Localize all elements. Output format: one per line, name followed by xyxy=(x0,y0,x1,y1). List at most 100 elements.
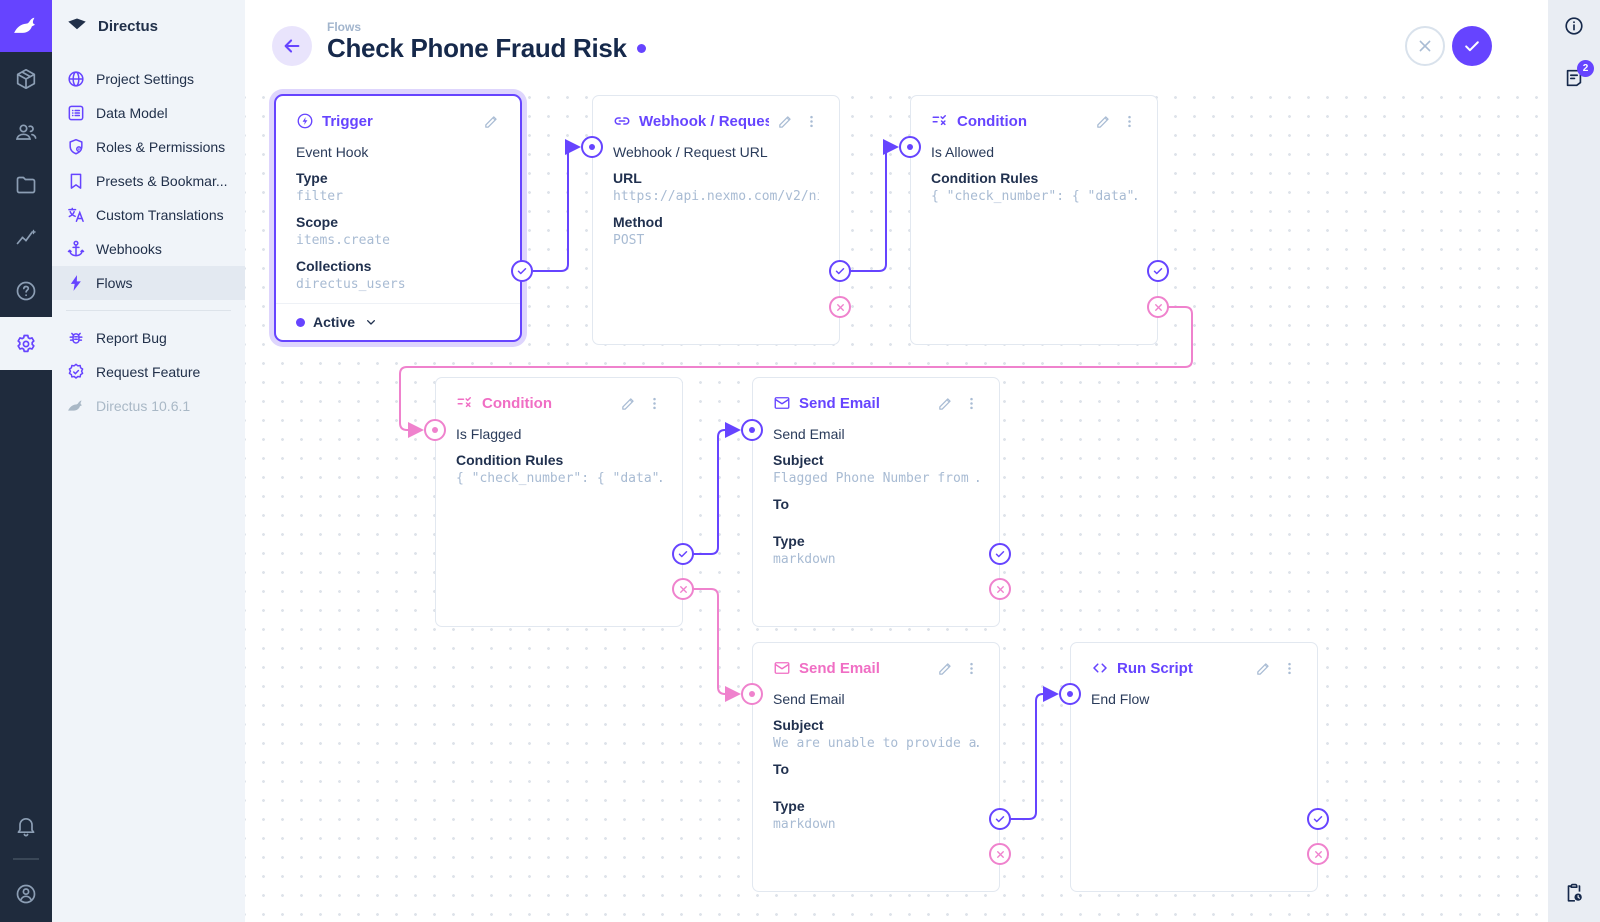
connector-input-condition-allowed[interactable] xyxy=(899,136,921,158)
edit-pencil-icon[interactable] xyxy=(1095,113,1112,130)
field-value: We are unable to provide a… xyxy=(773,736,979,751)
connector-input-webhook[interactable] xyxy=(581,136,603,158)
sidebar-item-label: Project Settings xyxy=(96,71,195,87)
module-content[interactable] xyxy=(0,52,52,105)
envelope-icon xyxy=(773,394,791,412)
connector-resolve-email-unable[interactable] xyxy=(989,808,1011,830)
field-label: Type xyxy=(773,533,805,549)
anchor-icon xyxy=(66,239,86,259)
field-value: markdown xyxy=(773,817,836,832)
field-value: directus_users xyxy=(296,277,406,292)
kebab-menu-icon[interactable] xyxy=(804,114,819,129)
connector-resolve-webhook[interactable] xyxy=(829,260,851,282)
notifications-bell[interactable] xyxy=(0,799,52,852)
field-label: Type xyxy=(296,170,328,186)
connector-reject-condition-flagged[interactable] xyxy=(672,578,694,600)
user-menu[interactable] xyxy=(0,866,52,922)
x-icon xyxy=(1154,303,1162,311)
page-title: Check Phone Fraud Risk xyxy=(327,33,627,63)
flow-panel-trigger[interactable]: Trigger Event Hook Type filter Scope ite… xyxy=(274,94,522,342)
sidebar-item-label: Flows xyxy=(96,275,133,291)
back-button[interactable] xyxy=(272,26,312,66)
sidebar-item-data-model[interactable]: Data Model xyxy=(52,96,245,130)
activity-log-button[interactable] xyxy=(1563,882,1585,904)
kebab-menu-icon[interactable] xyxy=(647,396,662,411)
flow-canvas[interactable]: Trigger Event Hook Type filter Scope ite… xyxy=(245,86,1548,922)
connector-reject-email-unable[interactable] xyxy=(989,843,1011,865)
edit-pencil-icon[interactable] xyxy=(777,113,794,130)
connector-reject-webhook[interactable] xyxy=(829,296,851,318)
kebab-menu-icon[interactable] xyxy=(1122,114,1137,129)
sidebar-item-custom-translations[interactable]: Custom Translations xyxy=(52,198,245,232)
field-value: POST xyxy=(613,233,645,248)
field-value: { "check_number": { "data"… xyxy=(931,189,1137,204)
connector-reject-email-flagged[interactable] xyxy=(989,578,1011,600)
module-help[interactable] xyxy=(0,264,52,317)
connector-input-condition-flagged[interactable] xyxy=(424,419,446,441)
connector-resolve-condition-allowed[interactable] xyxy=(1147,260,1169,282)
flow-panel-run-script[interactable]: Run Script End Flow xyxy=(1070,642,1318,892)
condition-rule-icon xyxy=(456,394,474,412)
edit-pencil-icon[interactable] xyxy=(937,660,954,677)
directus-logo[interactable] xyxy=(0,0,52,52)
check-icon xyxy=(1153,268,1163,275)
connector-resolve-run-script[interactable] xyxy=(1307,808,1329,830)
sidebar-divider xyxy=(66,310,231,311)
kebab-menu-icon[interactable] xyxy=(964,661,979,676)
connector-reject-condition-allowed[interactable] xyxy=(1147,296,1169,318)
trigger-bolt-icon xyxy=(296,112,314,130)
flow-panel-condition-flagged[interactable]: Condition Is Flagged Condition Rules { "… xyxy=(435,377,683,627)
edit-pencil-icon[interactable] xyxy=(620,395,637,412)
module-users[interactable] xyxy=(0,105,52,158)
sidebar-item-presets-bookmarks[interactable]: Presets & Bookmar... xyxy=(52,164,245,198)
trigger-status-toggle[interactable]: Active xyxy=(276,303,520,340)
code-icon xyxy=(1091,659,1109,677)
kebab-menu-icon[interactable] xyxy=(1282,661,1297,676)
save-button[interactable] xyxy=(1452,26,1492,66)
sidebar-item-webhooks[interactable]: Webhooks xyxy=(52,232,245,266)
connector-resolve-trigger[interactable] xyxy=(511,260,533,282)
title-row: Check Phone Fraud Risk xyxy=(327,33,646,64)
project-header[interactable]: Directus xyxy=(52,0,245,52)
unsaved-changes-dot xyxy=(636,44,646,53)
sidebar-item-label: Report Bug xyxy=(96,330,167,346)
globe-icon xyxy=(66,69,86,89)
version-label: Directus 10.6.1 xyxy=(96,398,191,414)
connector-reject-run-script[interactable] xyxy=(1307,843,1329,865)
connector-input-email-flagged[interactable] xyxy=(741,419,763,441)
discard-changes-button[interactable] xyxy=(1405,26,1445,66)
shield-icon xyxy=(66,137,86,157)
sidebar-item-report-bug[interactable]: Report Bug xyxy=(52,321,245,355)
connector-resolve-email-flagged[interactable] xyxy=(989,543,1011,565)
connector-input-email-unable[interactable] xyxy=(741,683,763,705)
sidebar-item-project-settings[interactable]: Project Settings xyxy=(52,62,245,96)
edit-pencil-icon[interactable] xyxy=(937,395,954,412)
field-value: https://api.nexmo.com/v2/ni xyxy=(613,189,819,204)
module-files[interactable] xyxy=(0,158,52,211)
check-icon xyxy=(995,551,1005,558)
folder-icon xyxy=(16,176,36,193)
revisions-sidebar-button[interactable]: 2 xyxy=(1563,60,1594,89)
connector-resolve-condition-flagged[interactable] xyxy=(672,543,694,565)
sidebar-item-request-feature[interactable]: Request Feature xyxy=(52,355,245,389)
operation-name: Is Flagged xyxy=(456,426,522,442)
flow-panel-condition-allowed[interactable]: Condition Is Allowed Condition Rules { "… xyxy=(910,95,1158,345)
sidebar-item-roles-permissions[interactable]: Roles & Permissions xyxy=(52,130,245,164)
module-insights[interactable] xyxy=(0,211,52,264)
sidebar-item-label: Data Model xyxy=(96,105,168,121)
connector-input-run-script[interactable] xyxy=(1059,683,1081,705)
clipboard-clock-icon xyxy=(1567,883,1582,902)
sidebar-item-flows[interactable]: Flows xyxy=(52,266,245,300)
flow-panel-webhook[interactable]: Webhook / Request URL Webhook / Request … xyxy=(592,95,840,345)
sidebar-item-label: Custom Translations xyxy=(96,207,224,223)
right-sidebar: 2 xyxy=(1548,0,1600,922)
flow-panel-send-email-flagged[interactable]: Send Email Send Email Subject Flagged Ph… xyxy=(752,377,1000,627)
breadcrumb[interactable]: Flows xyxy=(327,20,362,34)
flow-panel-send-email-unable[interactable]: Send Email Send Email Subject We are una… xyxy=(752,642,1000,892)
module-settings[interactable] xyxy=(0,317,52,370)
operation-name: End Flow xyxy=(1091,691,1150,707)
edit-pencil-icon[interactable] xyxy=(1255,660,1272,677)
edit-pencil-icon[interactable] xyxy=(483,113,500,130)
info-sidebar-button[interactable] xyxy=(1563,15,1585,37)
kebab-menu-icon[interactable] xyxy=(964,396,979,411)
